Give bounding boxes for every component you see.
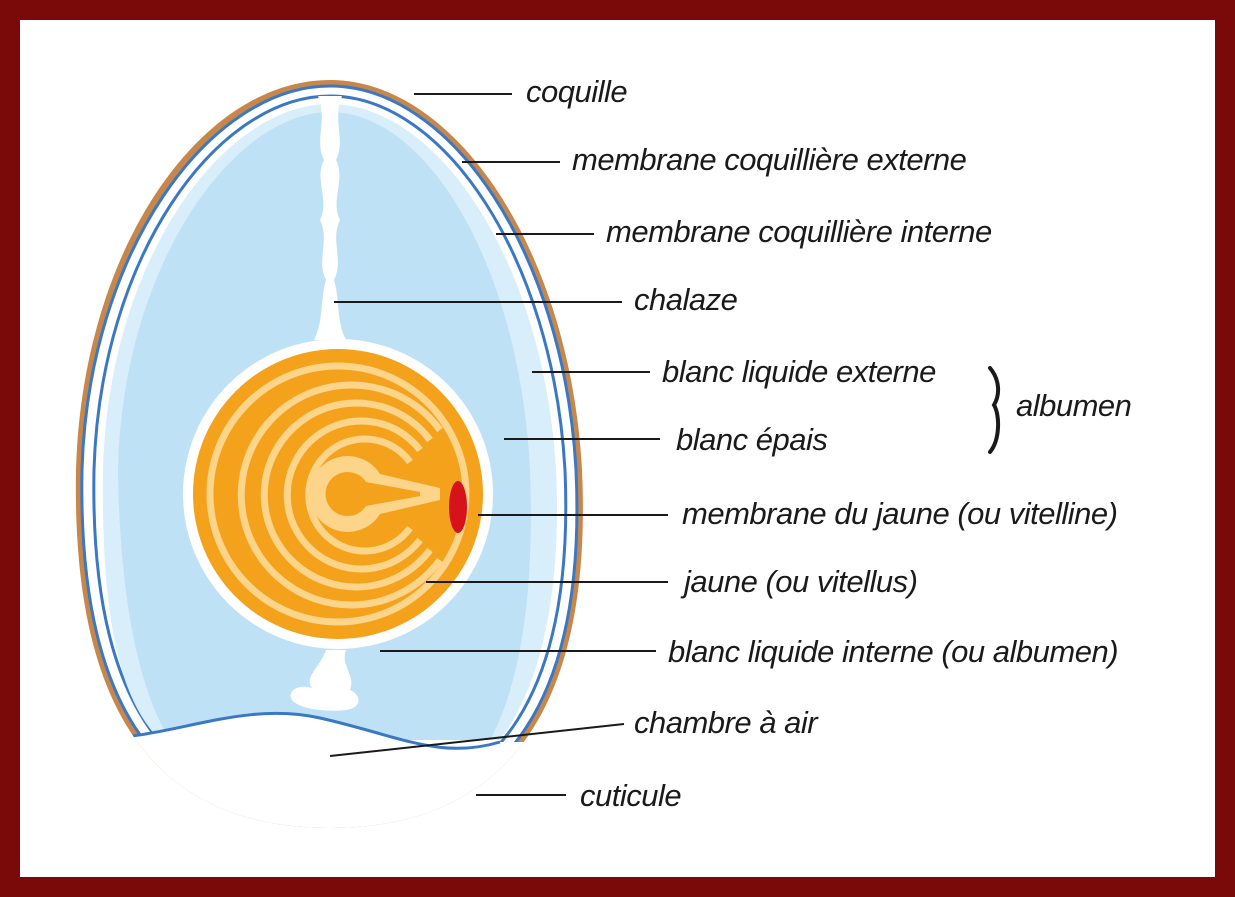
chalaza-bottom (290, 650, 359, 711)
label-membrane-jaune: membrane du jaune (ou vitelline) (682, 496, 1117, 531)
label-chambre-air: chambre à air (634, 705, 819, 740)
yolk-ring (237, 381, 443, 609)
label-coquille: coquille (526, 74, 627, 109)
air-chamber-membrane (94, 711, 501, 750)
yolk-ring (206, 362, 470, 626)
label-cuticule: cuticule (580, 778, 681, 813)
label-albumen: albumen (1016, 388, 1131, 423)
egg-diagram: coquille membrane coquillière externe me… (75, 74, 1132, 828)
chalaza-top (314, 96, 346, 340)
diagram-frame: coquille membrane coquillière externe me… (20, 20, 1215, 877)
leader-lines (329, 93, 668, 796)
label-membrane-interne: membrane coquillière interne (606, 214, 992, 249)
label-chalaze: chalaze (634, 282, 738, 317)
yolk-ring (260, 399, 433, 591)
albumen-bracket (988, 366, 1001, 454)
yolk-ring (283, 417, 423, 573)
germinal-disc (449, 481, 467, 533)
leader-chambre-air (329, 723, 625, 757)
label-blanc-liquide-externe: blanc liquide externe (662, 354, 936, 389)
label-blanc-epais: blanc épais (676, 422, 827, 457)
label-blanc-liquide-interne: blanc liquide interne (ou albumen) (668, 634, 1118, 669)
yolk-ring (305, 435, 413, 555)
latebra-core (325, 471, 420, 516)
label-membrane-externe: membrane coquillière externe (572, 142, 967, 177)
label-jaune: jaune (ou vitellus) (680, 564, 917, 599)
